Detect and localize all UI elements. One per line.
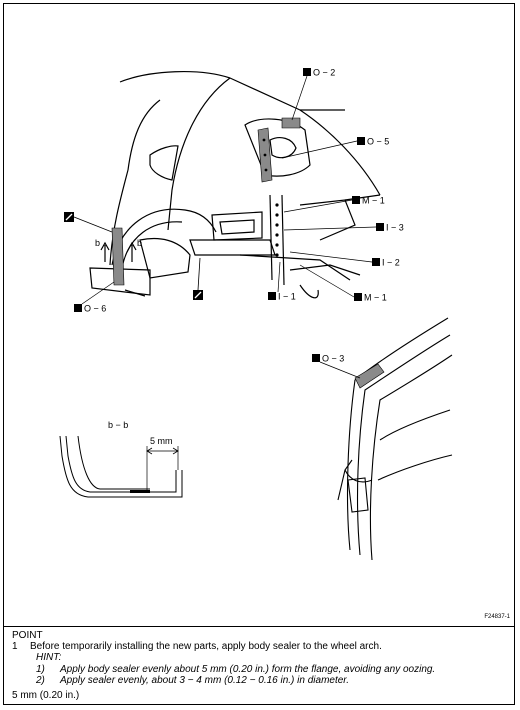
svg-text:I − 1: I − 1: [278, 292, 296, 302]
divider: [3, 626, 515, 627]
svg-text:O − 5: O − 5: [367, 137, 389, 147]
cut-label-right: b: [137, 238, 142, 248]
service-diagram: b b O − 2 O − 5 M − 1 I − 3 I − 2 M − 1 …: [59, 68, 453, 561]
instructions: POINT 1 Before temporarily installing th…: [12, 630, 507, 686]
svg-text:O − 3: O − 3: [322, 354, 344, 364]
hint-label: HINT:: [36, 652, 62, 664]
svg-text:O − 6: O − 6: [84, 304, 106, 314]
callout-o5: O − 5: [281, 137, 389, 159]
section-cut-marker: b b: [95, 238, 142, 262]
callout-m1-lower: M − 1: [299, 264, 387, 303]
figure-frame: [3, 3, 515, 705]
quarter-panel-drawing: [89, 71, 381, 299]
pillar-sealer-area: [354, 363, 385, 389]
callout-m1-upper: M − 1: [283, 196, 385, 213]
cut-label-left: b: [95, 238, 100, 248]
svg-text:O − 2: O − 2: [313, 68, 335, 78]
sealer-gun-icon: [193, 257, 203, 300]
callout-o6: O − 6: [74, 281, 115, 314]
figure-id: F24837-1: [484, 614, 510, 620]
sealer-areas: [111, 117, 301, 286]
callout-i3: I − 3: [283, 223, 404, 233]
footer-note: 5 mm (0.20 in.): [12, 690, 80, 701]
step-text: Before temporarily installing the new pa…: [30, 641, 382, 653]
svg-text:M − 1: M − 1: [364, 293, 387, 303]
dimension-label: 5 mm: [150, 436, 173, 446]
callout-i1: I − 1: [268, 261, 296, 302]
section-detail: b − b 5 mm: [59, 420, 183, 498]
weld-points: [262, 138, 279, 257]
step-1: 1 Before temporarily installing the new …: [12, 641, 507, 652]
roof-pillar-drawing: [337, 317, 453, 561]
callout-o3: O − 3: [312, 354, 361, 379]
svg-text:I − 2: I − 2: [382, 258, 400, 268]
sealer-gun-icon: [64, 212, 113, 233]
svg-text:I − 3: I − 3: [386, 223, 404, 233]
hint-item: 1) Apply body sealer evenly about 5 mm (…: [36, 663, 436, 675]
svg-text:M − 1: M − 1: [362, 196, 385, 206]
callout-i2: I − 2: [289, 251, 400, 268]
hint-item: 2) Apply sealer evenly, about 3 − 4 mm (…: [36, 674, 350, 686]
step-number: 1: [12, 641, 18, 653]
point-heading: POINT: [12, 630, 43, 641]
svg-text:b − b: b − b: [108, 420, 128, 430]
callout-o2: O − 2: [291, 68, 335, 121]
